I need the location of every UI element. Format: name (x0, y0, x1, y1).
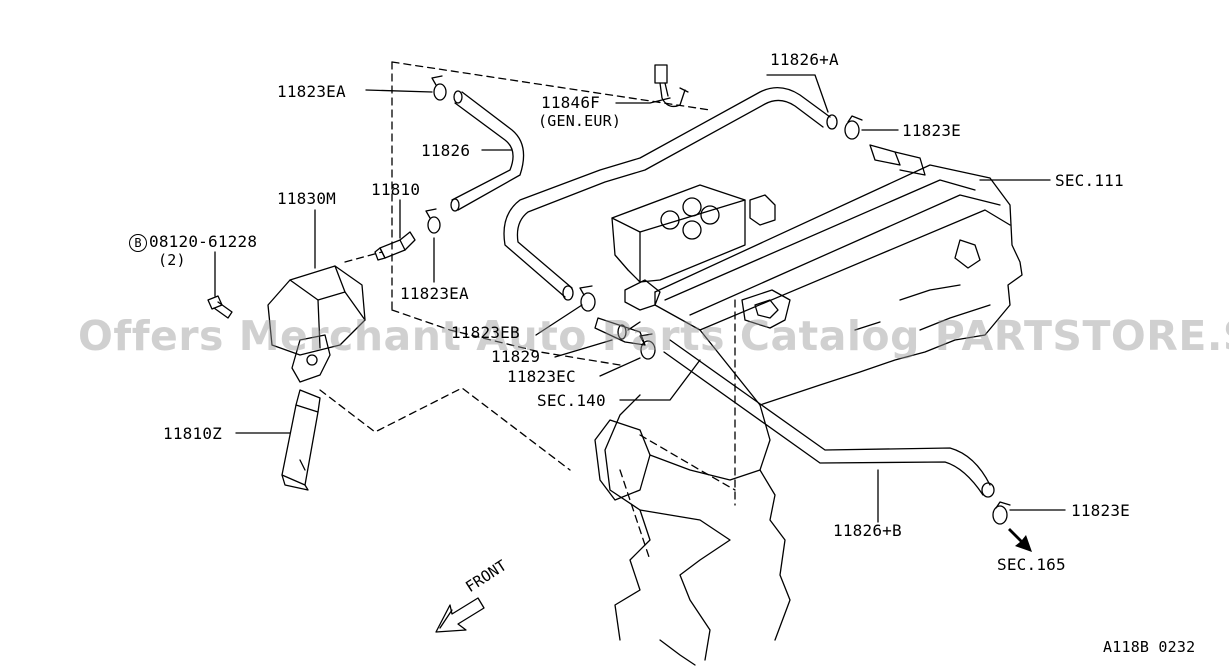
label-11810Z: 11810Z (163, 424, 222, 443)
leader-lines (215, 75, 1065, 522)
label-SEC165: SEC.165 (997, 555, 1066, 574)
label-11823EC: 11823EC (507, 367, 576, 386)
bracket-11846F (655, 65, 688, 106)
throttle-body (612, 185, 775, 310)
label-SEC111: SEC.111 (1055, 171, 1124, 190)
sensor-11810Z (282, 390, 320, 490)
label-11829: 11829 (491, 347, 541, 366)
engine-cylinder-head (595, 165, 1022, 665)
label-SEC140: SEC.140 (537, 391, 606, 410)
separator-11830M (268, 266, 365, 382)
label-bolt-qty: (2) (158, 251, 186, 269)
clamps (426, 76, 1010, 524)
figure-code: A118B 0232 (1103, 638, 1196, 656)
label-11826-B: 11826+B (833, 521, 902, 540)
tube-11826-B (664, 340, 994, 497)
label-11823EB: 11823EB (451, 323, 520, 342)
label-11810: 11810 (371, 180, 421, 199)
label-11823EA-bottom: 11823EA (400, 284, 469, 303)
watermark: Offers Merchant Auto Parts Catalog PARTS… (78, 312, 1229, 360)
bolt-circle-marker: B (129, 234, 147, 252)
label-11830M: 11830M (277, 189, 336, 208)
hose-11826 (451, 91, 524, 211)
bolt-08120 (208, 296, 232, 318)
label-11823E-top: 11823E (902, 121, 961, 140)
label-11823E-bottom: 11823E (1071, 501, 1130, 520)
label-11826: 11826 (421, 141, 471, 160)
tube-11826-A (504, 88, 837, 300)
reference-dashed-lines (320, 62, 735, 560)
connector-sec111 (870, 145, 925, 175)
label-11846F-note: (GEN.EUR) (538, 112, 622, 130)
sec165-arrow (1008, 528, 1032, 552)
label-11823EA-top: 11823EA (277, 82, 346, 101)
label-bolt-08120-61228: 08120-61228 (149, 232, 258, 251)
label-11826-A: 11826+A (770, 50, 839, 69)
pcv-tube-11829 (595, 318, 645, 345)
valve-11810 (375, 232, 415, 260)
front-arrow (436, 598, 484, 632)
label-11846F: 11846F (541, 93, 600, 112)
